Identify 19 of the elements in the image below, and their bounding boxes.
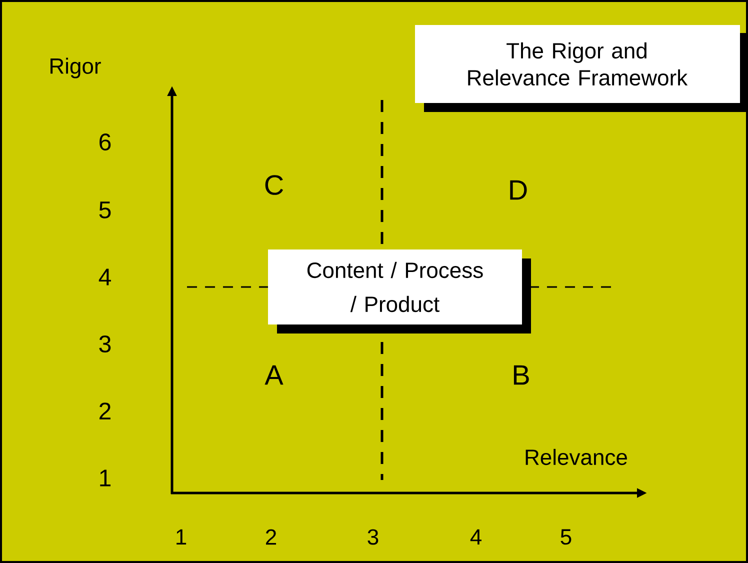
axis-label: A [264,365,284,385]
axis-label: 2 [266,529,276,545]
axis-label: 3 [99,336,111,352]
axis-label: 2 [100,402,110,420]
text-box: Content / Process / Product [268,250,531,334]
axis-label: B [514,365,529,385]
axis-label: 3 [368,529,378,545]
axis-label: 1 [176,529,186,545]
title-box: The Rigor and Relevance Framework [415,25,748,112]
axis-label: 5 [560,529,572,545]
axis-label: D [510,180,527,200]
axis-label: 4 [98,268,111,286]
axis-label: Rigor [50,58,101,78]
axis-label: C [265,175,284,195]
axis-label: 6 [100,134,111,150]
axis-label: 4 [470,529,482,545]
axis-label: 5 [99,202,111,218]
axis-label: Relevance [526,448,627,466]
axis-label: 1 [100,470,110,486]
